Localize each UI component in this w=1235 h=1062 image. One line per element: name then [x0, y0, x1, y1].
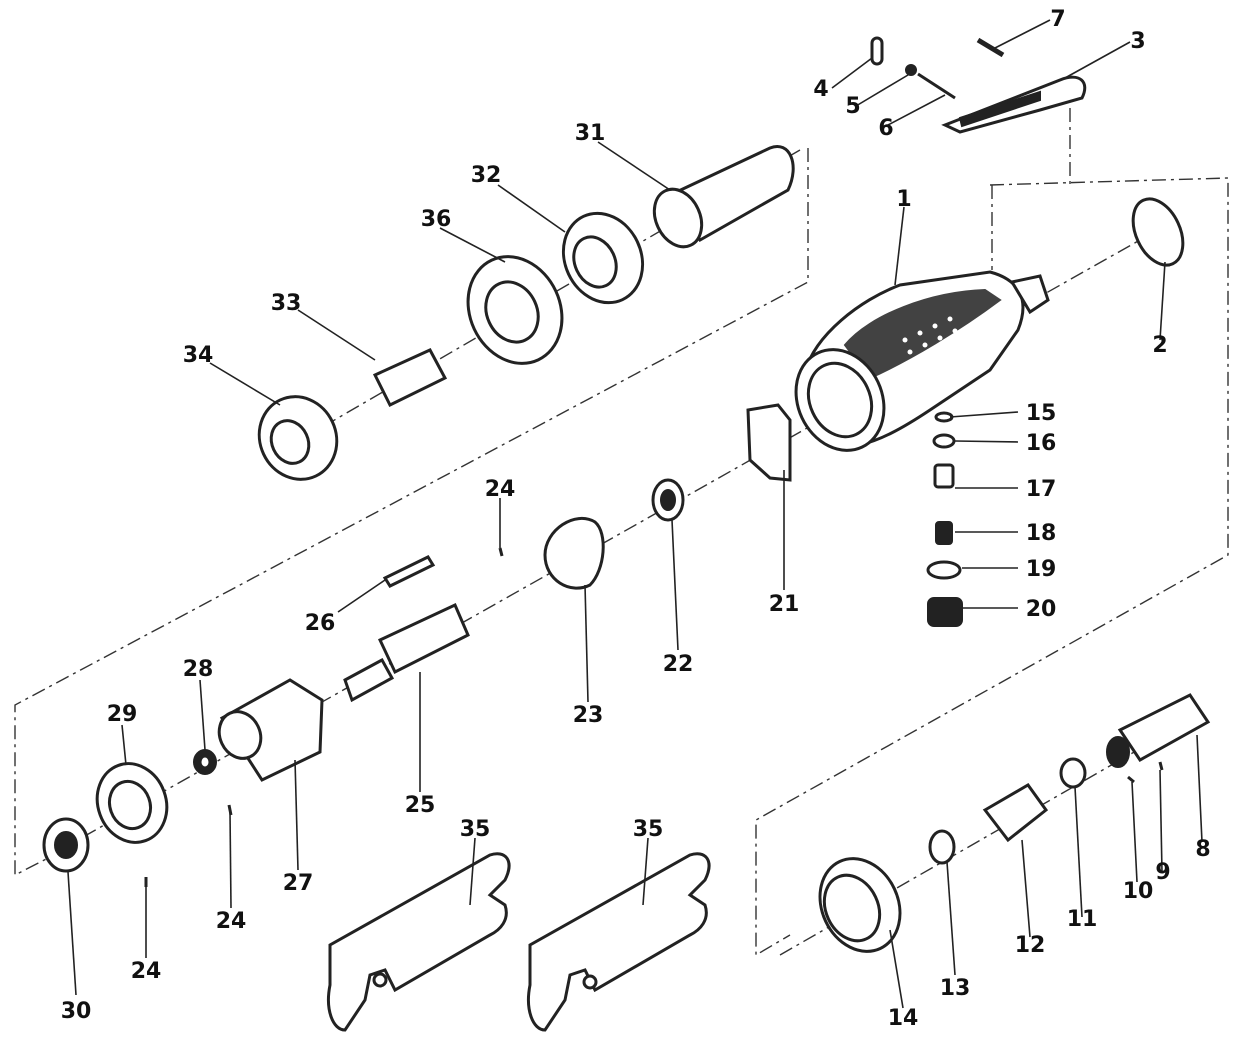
callout-28: 28 [183, 657, 214, 682]
callout-15: 15 [1026, 401, 1057, 426]
rear-plate [543, 516, 605, 590]
callout-24-mid: 24 [216, 909, 247, 934]
front-plate [95, 762, 169, 844]
callout-24-top: 24 [485, 477, 516, 502]
callout-18: 18 [1026, 521, 1057, 546]
callout-7: 7 [1050, 7, 1065, 32]
callout-8: 8 [1195, 837, 1210, 862]
callout-3: 3 [1130, 29, 1145, 54]
callout-31: 31 [575, 121, 606, 146]
callout-22: 22 [663, 652, 694, 677]
collet-assembly [257, 145, 795, 481]
cylinder [217, 678, 324, 782]
callout-9: 9 [1155, 860, 1170, 885]
grip-dots [902, 316, 963, 367]
wrench-left [327, 852, 511, 1032]
callout-1: 1 [896, 187, 911, 212]
lever-hardware [870, 36, 1005, 100]
callout-14: 14 [888, 1006, 919, 1031]
callout-2: 2 [1152, 333, 1167, 358]
end-plate [746, 403, 792, 482]
callout-24-bottom: 24 [131, 959, 162, 984]
callout-20: 20 [1026, 597, 1057, 622]
front-bearing [42, 817, 90, 873]
pins [144, 547, 504, 887]
callout-labels: 1 2 3 4 5 6 7 8 9 10 11 12 13 14 15 16 1… [61, 7, 1211, 1031]
vane [382, 555, 436, 588]
callout-32: 32 [471, 163, 502, 188]
callout-23: 23 [573, 703, 604, 728]
callout-21: 21 [769, 592, 800, 617]
callout-16: 16 [1026, 431, 1057, 456]
callout-12: 12 [1015, 933, 1046, 958]
callout-4: 4 [813, 77, 828, 102]
housing [794, 270, 1050, 452]
callout-35-right: 35 [633, 817, 664, 842]
front-assembly [818, 693, 1211, 953]
callout-10: 10 [1123, 879, 1154, 904]
callout-30: 30 [61, 999, 92, 1024]
callout-33: 33 [271, 291, 302, 316]
rear-bearing [651, 478, 685, 522]
callout-25: 25 [405, 793, 436, 818]
leader-lines [67, 19, 1203, 1009]
wrench-right [527, 852, 711, 1032]
rotor [343, 602, 470, 703]
valve-stack [926, 411, 963, 627]
small-bearing [193, 749, 217, 775]
callout-5: 5 [845, 94, 860, 119]
callout-27: 27 [283, 871, 314, 896]
callout-35-left: 35 [460, 817, 491, 842]
callout-11: 11 [1067, 907, 1098, 932]
callout-13: 13 [940, 976, 971, 1001]
callout-26: 26 [305, 611, 336, 636]
callout-6: 6 [878, 116, 893, 141]
callout-17: 17 [1026, 477, 1057, 502]
o-ring [1131, 197, 1185, 267]
assembly-boundaries [14, 108, 1229, 957]
callout-19: 19 [1026, 557, 1057, 582]
callout-34: 34 [183, 343, 214, 368]
callout-36: 36 [421, 207, 452, 232]
callout-29: 29 [107, 702, 138, 727]
throttle-lever [941, 75, 1087, 134]
